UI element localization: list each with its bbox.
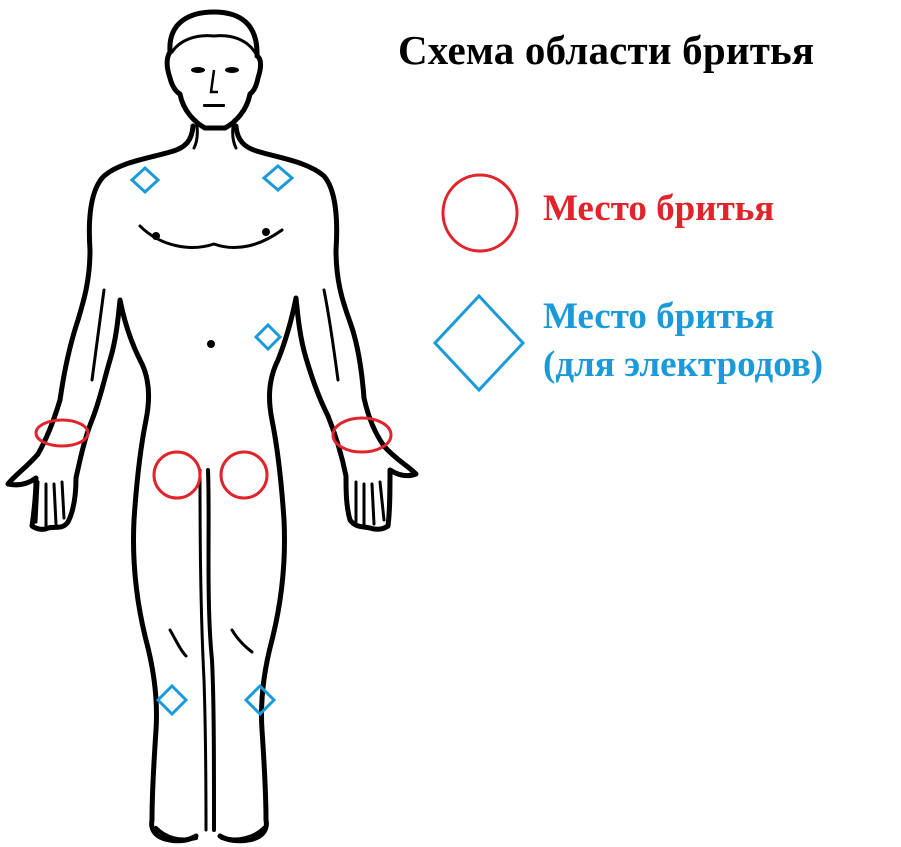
hair-line [172,36,256,54]
feet-outline [156,828,264,840]
nipple-left [152,232,160,240]
navel [207,340,215,348]
mouth [203,104,225,107]
shave-marker-groin-left [154,452,200,498]
diagram-title: Схема области бритья [398,26,814,74]
electrode-marker-abdomen [256,325,280,349]
body-outline-left [8,126,196,841]
legend-electrode-label-line2: (для электродов) [543,345,823,385]
knee-right [232,630,252,652]
knee-left [170,630,186,656]
legend-electrode-label-line1: Место бритья [543,297,774,337]
fingers-right [356,482,384,526]
legend-diamond-icon [435,296,523,390]
shave-marker-groin-right [221,452,267,498]
leg-split-line [208,470,214,830]
electrode-marker-shoulder-left [132,168,158,192]
shave-marker-wrist-right [333,418,391,452]
nose [211,70,218,92]
fingers-left [36,482,64,526]
legend-circle-icon [443,175,517,251]
electrode-marker-shoulder-right [264,166,292,190]
body-outline-right [220,126,416,841]
chest-line [140,226,282,248]
arm-inner-left [92,290,104,380]
shave-marker-wrist-left [36,420,88,446]
legend-shave-label: Место бритья [543,189,774,229]
leg-split-line-2 [200,470,206,830]
arm-inner-right [324,290,338,380]
eye-right [225,67,239,73]
eye-left [191,67,205,73]
electrode-marker-shin-left [158,686,186,714]
nipple-right [262,228,270,236]
